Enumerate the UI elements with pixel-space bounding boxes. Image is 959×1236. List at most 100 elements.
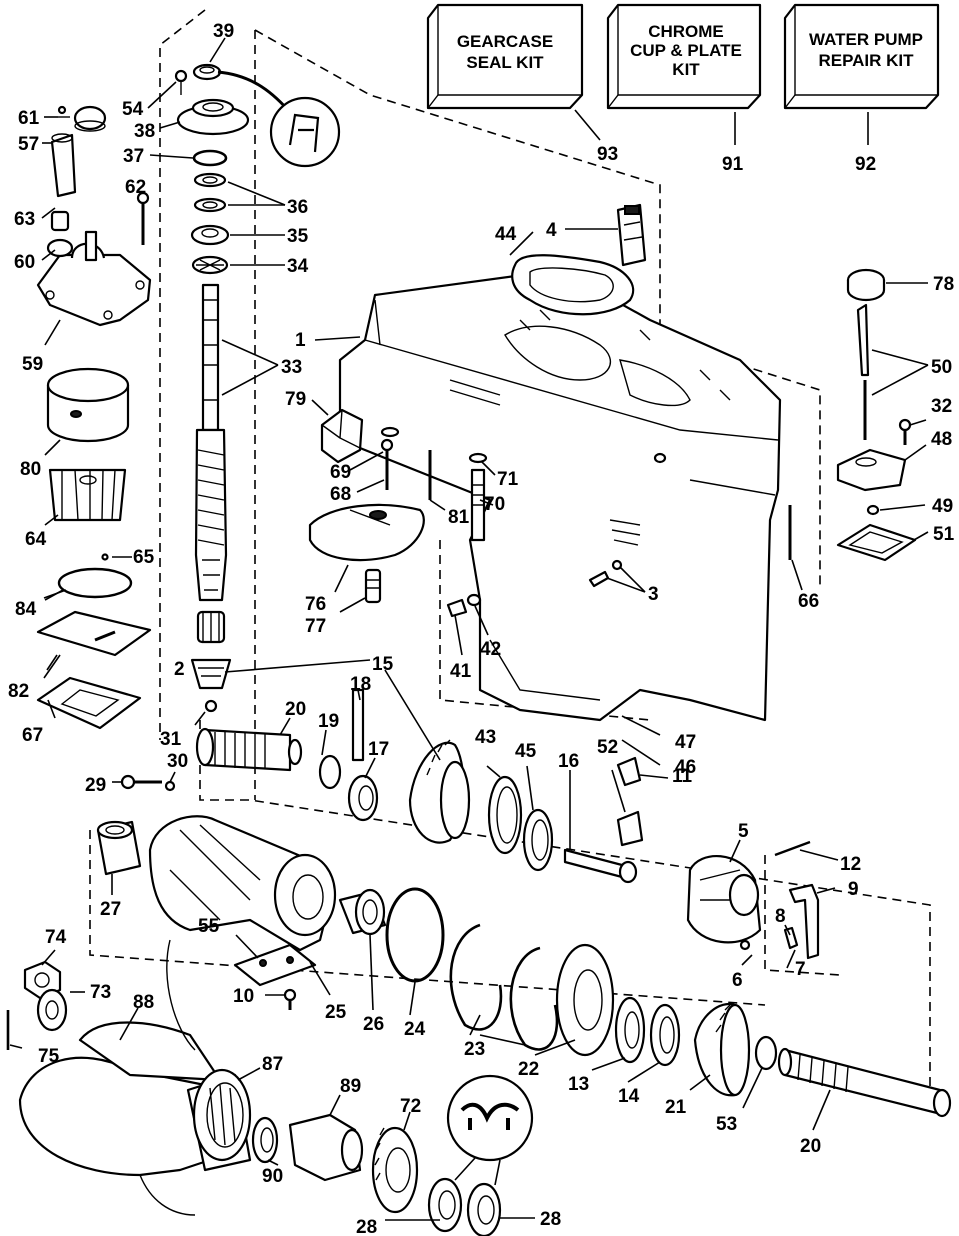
- callout-62: 62: [125, 177, 146, 198]
- o-ring-24: [385, 887, 445, 983]
- kit-label-line2: CUP & PLATE: [630, 41, 742, 60]
- callout-67: 67: [22, 725, 43, 746]
- callout-33: 33: [281, 357, 302, 378]
- leader-lines: [9, 37, 929, 1221]
- callout-28-left: 28: [356, 1217, 377, 1236]
- callout-31: 31: [160, 729, 182, 750]
- shift-housing-5: [686, 840, 820, 960]
- callout-1: 1: [295, 330, 306, 351]
- kit-box-gearcase-seal: GEARCASE SEAL KIT 93: [426, 3, 618, 165]
- callout-23: 23: [464, 1039, 485, 1060]
- propeller-88: [18, 939, 252, 1216]
- callout-7: 7: [795, 959, 806, 980]
- kit-label-line2: SEAL KIT: [466, 53, 544, 72]
- callout-36: 36: [287, 197, 308, 218]
- retaining-rings-23: [449, 923, 559, 1051]
- callout-70: 70: [484, 494, 505, 515]
- callout-82: 82: [8, 681, 29, 702]
- propshaft-20: [777, 1047, 952, 1118]
- callout-25: 25: [325, 1002, 347, 1023]
- washers-13-14: [614, 996, 681, 1067]
- callout-3: 3: [648, 584, 659, 605]
- callout-4: 4: [546, 220, 557, 241]
- hardware-center: [380, 426, 488, 542]
- kit-label-line1: GEARCASE: [457, 32, 553, 51]
- callout-69: 69: [330, 462, 351, 483]
- callout-18: 18: [350, 674, 371, 695]
- callout-47: 47: [675, 732, 696, 753]
- callout-34: 34: [287, 256, 309, 277]
- callout-37: 37: [123, 146, 144, 167]
- callout-38: 38: [134, 121, 155, 142]
- washer-53: [754, 1035, 778, 1071]
- callout-88: 88: [133, 992, 154, 1013]
- callout-20-lower: 20: [800, 1136, 821, 1157]
- callout-90: 90: [262, 1166, 283, 1187]
- callout-16: 16: [558, 751, 579, 772]
- callout-61: 61: [18, 108, 40, 129]
- kit-label-line2: REPAIR KIT: [818, 51, 914, 70]
- callout-76: 76: [305, 594, 326, 615]
- callout-13: 13: [568, 1074, 589, 1095]
- callout-55: 55: [198, 916, 220, 937]
- kit-label-line1: CHROME: [648, 22, 724, 41]
- callout-64: 64: [25, 529, 47, 550]
- callout-28-right: 28: [540, 1209, 561, 1230]
- callout-79: 79: [285, 389, 306, 410]
- callout-21: 21: [665, 1097, 687, 1118]
- callout-53: 53: [716, 1114, 737, 1135]
- callout-71: 71: [497, 469, 519, 490]
- gasket-44: [511, 254, 635, 316]
- callout-46: 46: [675, 757, 696, 778]
- callout-27: 27: [100, 899, 121, 920]
- callout-41: 41: [450, 661, 472, 682]
- callout-26: 26: [363, 1014, 384, 1035]
- callout-45: 45: [515, 741, 537, 762]
- callout-77: 77: [305, 616, 326, 637]
- bearing-carrier: [148, 815, 337, 952]
- callout-8: 8: [775, 906, 786, 927]
- callout-68: 68: [330, 484, 351, 505]
- callout-44: 44: [495, 224, 517, 245]
- callout-14: 14: [618, 1086, 640, 1107]
- prop-hub-parts: [251, 1113, 419, 1214]
- shift-parts-upper: [120, 688, 379, 822]
- trim-tab-76: [308, 503, 425, 604]
- callout-65: 65: [133, 547, 155, 568]
- callout-66: 66: [798, 591, 819, 612]
- anode-4: [616, 203, 647, 267]
- kit-box-chrome-cup-plate: CHROME CUP & PLATE KIT 91: [606, 3, 762, 175]
- callout-63: 63: [14, 209, 35, 230]
- callout-19: 19: [318, 711, 339, 732]
- callout-91: 91: [722, 154, 744, 175]
- callout-42: 42: [480, 639, 501, 660]
- callout-39: 39: [213, 21, 234, 42]
- gear-21: [693, 1002, 751, 1097]
- callout-22: 22: [518, 1059, 539, 1080]
- plate-55: [233, 943, 317, 1010]
- water-pump-parts: [36, 105, 152, 730]
- callout-9: 9: [848, 879, 859, 900]
- callout-48: 48: [931, 429, 952, 450]
- callout-35: 35: [287, 226, 309, 247]
- washers-43-45: [487, 756, 644, 884]
- callout-52: 52: [597, 737, 618, 758]
- callout-50: 50: [931, 357, 952, 378]
- kit-label-line3: KIT: [672, 60, 700, 79]
- callout-24: 24: [404, 1019, 426, 1040]
- callout-6: 6: [732, 970, 743, 991]
- callout-10: 10: [233, 986, 254, 1007]
- callout-30: 30: [167, 751, 188, 772]
- gear-15: [408, 739, 471, 844]
- callout-54: 54: [122, 99, 144, 120]
- callout-11: 11: [672, 766, 693, 787]
- callout-59: 59: [22, 354, 43, 375]
- callout-20: 20: [285, 699, 306, 720]
- callout-72: 72: [400, 1096, 421, 1117]
- gearcase-housing: [338, 268, 782, 722]
- callout-73: 73: [90, 982, 111, 1003]
- shift-rod-group: [788, 268, 917, 562]
- thrust-plate-22: [555, 943, 615, 1057]
- callout-49: 49: [932, 496, 953, 517]
